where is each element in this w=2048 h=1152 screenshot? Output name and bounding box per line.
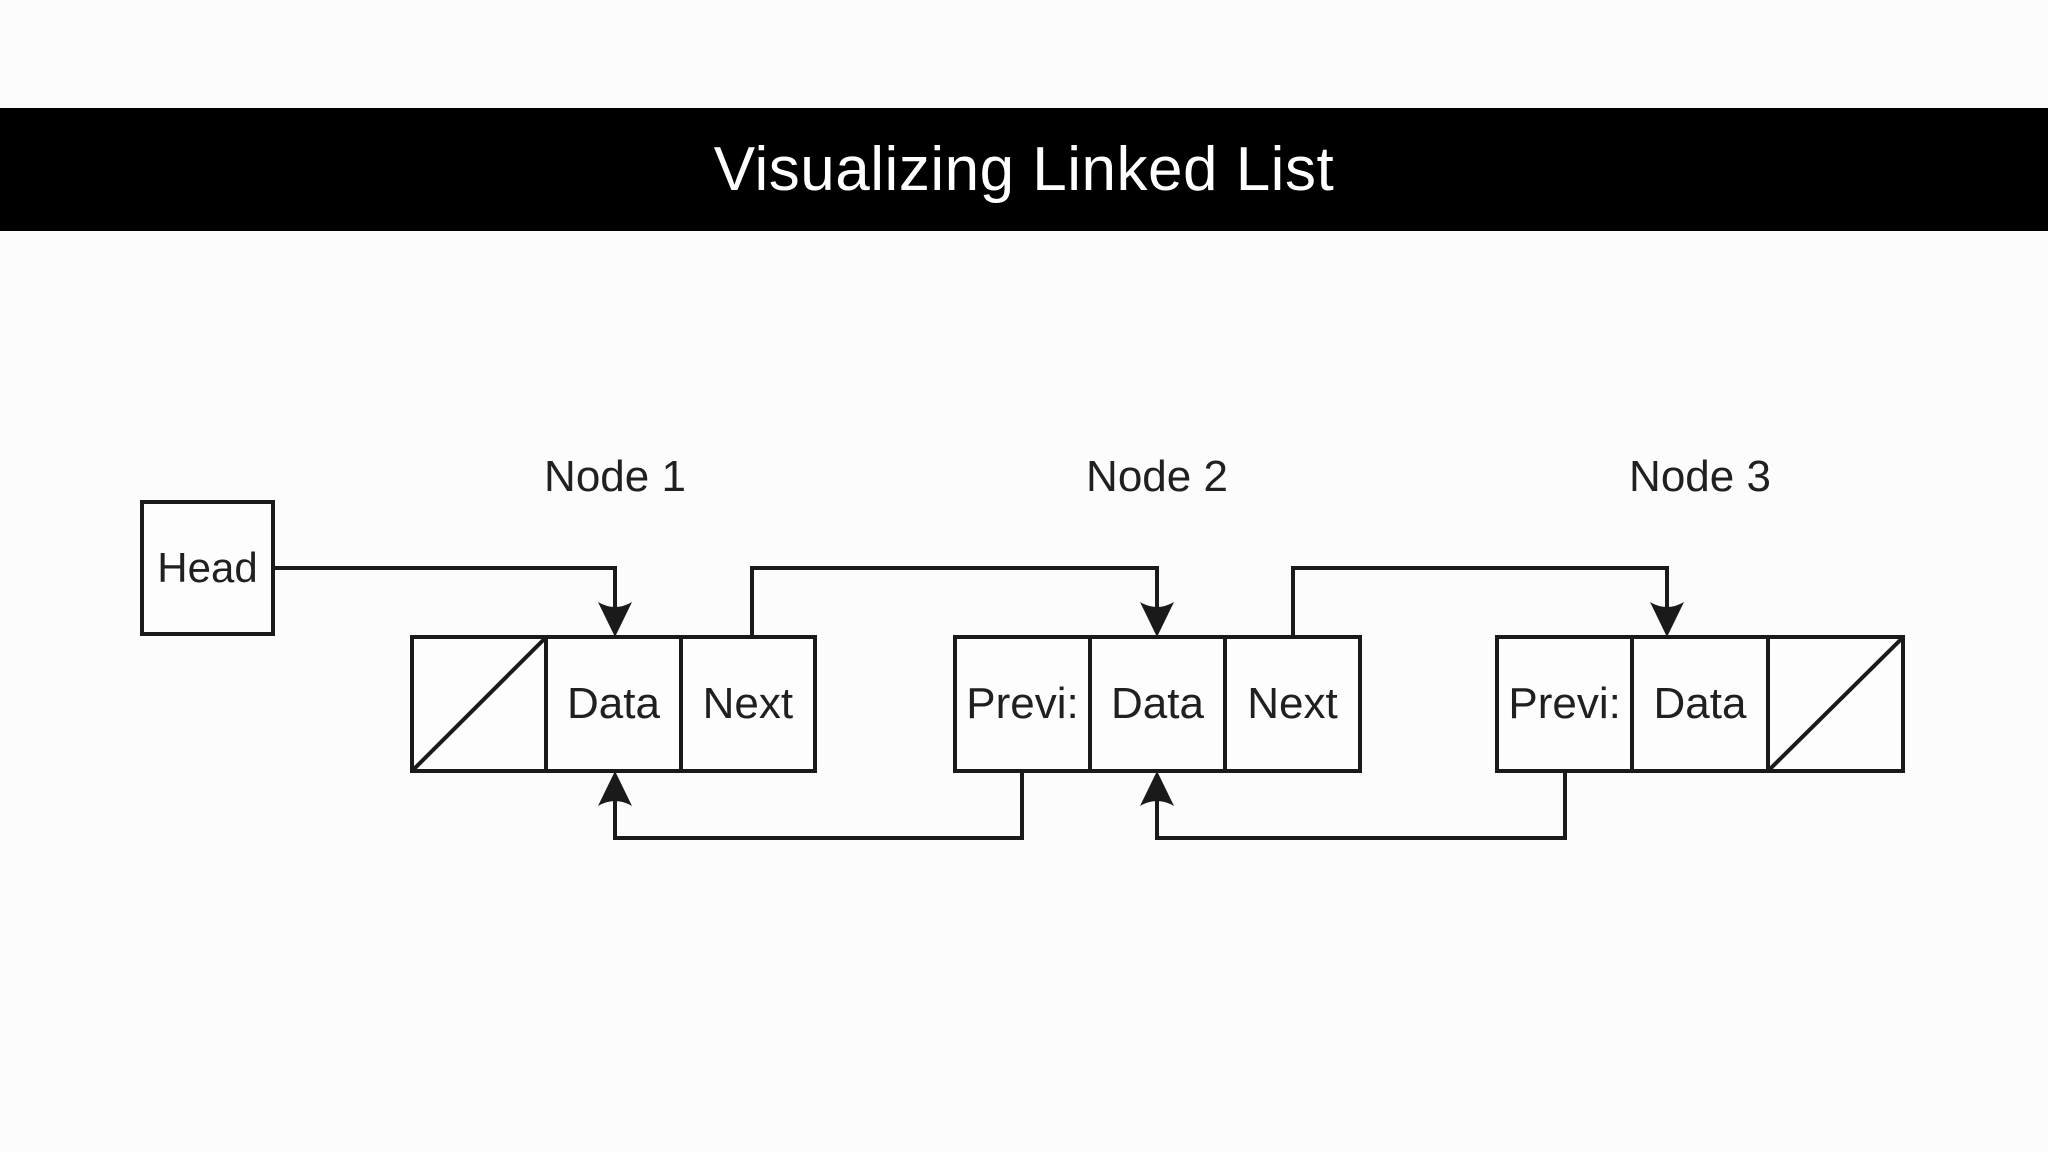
head-box: Head <box>140 500 275 636</box>
node1-title: Node 1 <box>544 452 686 501</box>
node3-prev-cell: Previ: <box>1508 679 1621 728</box>
node1-box: Data Next <box>410 635 817 773</box>
edge-node1-next-to-node2 <box>750 566 1159 637</box>
node2-data-cell: Data <box>1088 639 1223 769</box>
node2-next-cell: Next <box>1223 639 1358 769</box>
page-title: Visualizing Linked List <box>713 135 1335 204</box>
null-slash-icon <box>414 639 544 769</box>
node2-prev-cell: Previ: <box>966 679 1079 728</box>
head-label: Head <box>157 544 258 591</box>
edge-node3-prev-to-node2 <box>1155 771 1567 840</box>
arrowhead-up-node2 <box>1140 771 1174 806</box>
title-bar: Visualizing Linked List <box>0 108 2048 231</box>
node2-box: Previ: Data Next <box>953 635 1362 773</box>
edge-head-to-node1 <box>275 566 617 608</box>
arrowhead-up-node1 <box>598 771 632 806</box>
node3-data-cell: Data <box>1630 639 1765 769</box>
node1-data-cell: Data <box>544 639 678 769</box>
node3-title: Node 3 <box>1629 452 1771 501</box>
node3-next-null-cell <box>1765 639 1901 769</box>
node1-prev-null-cell <box>414 639 544 769</box>
arrowhead-down-node3 <box>1650 602 1684 637</box>
node1-next-cell: Next <box>678 639 813 769</box>
arrowhead-down-node1 <box>598 602 632 637</box>
null-slash-icon <box>1770 639 1901 769</box>
node2-title: Node 2 <box>1086 452 1228 501</box>
edge-node2-prev-to-node1 <box>613 771 1024 840</box>
arrowhead-down-node2 <box>1140 602 1174 637</box>
node3-box: Previ: Data <box>1495 635 1905 773</box>
edge-node2-next-to-node3 <box>1291 566 1669 637</box>
